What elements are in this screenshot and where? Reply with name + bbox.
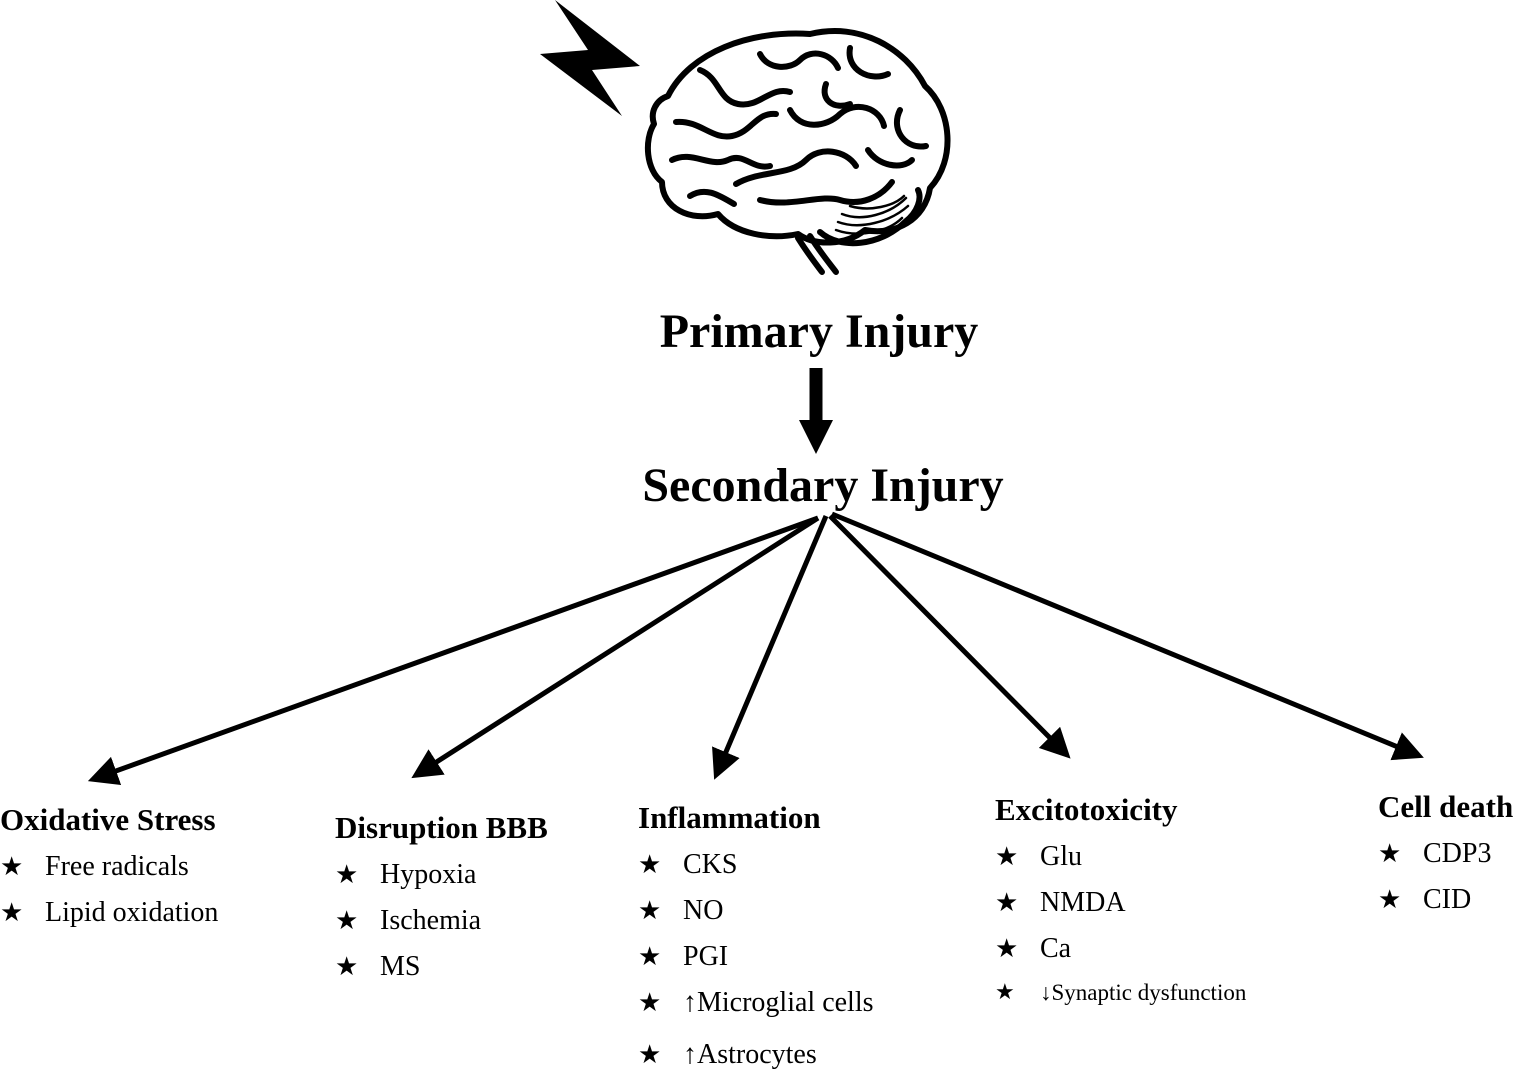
star-icon: ★ [0,898,24,928]
arrow-inflammation [712,515,829,780]
list-item: ★Hypoxia [335,859,477,890]
star-icon: ★ [0,852,24,882]
list-item: ★↑Astrocytes [638,1039,817,1070]
list-item: ★↑Microglial cells [638,987,874,1018]
star-icon: ★ [638,1040,662,1070]
star-icon: ★ [995,979,1015,1005]
primary-injury-title: Primary Injury [659,305,979,358]
arrow-excitotoxicity [828,514,1071,759]
category-cell-death: Cell death ★CDP3 ★CID [1378,791,1513,914]
category-title: Oxidative Stress [0,802,216,837]
list-item: ★Free radicals [0,851,189,882]
star-icon: ★ [335,860,359,890]
star-icon: ★ [995,842,1019,872]
star-icon: ★ [995,888,1019,918]
brain-icon [644,28,951,275]
arrow-oxidative-stress [87,515,819,786]
star-icon: ★ [335,952,359,982]
star-icon: ★ [995,934,1019,964]
arrow-disruption-bbb [411,515,820,779]
list-item: ★NO [638,895,724,926]
category-oxidative-stress: Oxidative Stress ★Free radicals ★Lipid o… [0,804,218,927]
star-icon: ★ [638,896,662,926]
list-item: ★Glu [995,841,1082,872]
category-title: Inflammation [638,800,821,835]
list-item: ★Ca [995,933,1072,964]
star-icon: ★ [638,850,662,880]
primary-to-secondary-arrowhead [799,420,833,454]
list-item: ★MS [335,951,421,982]
list-item: ★Ischemia [335,905,482,936]
star-icon: ★ [638,988,662,1018]
list-item: ★CID [1378,884,1472,915]
category-title: Cell death [1378,789,1514,824]
star-icon: ★ [1378,885,1402,915]
list-item: ★PGI [638,941,729,972]
category-disruption-bbb: Disruption BBB ★Hypoxia ★Ischemia ★MS [335,812,548,981]
list-item: ★CKS [638,849,738,880]
list-item: ★↓Synaptic dysfunction [995,979,1247,1005]
list-item: ★NMDA [995,887,1126,918]
category-inflammation: Inflammation ★CKS ★NO ★PGI ★↑Microglial … [638,802,874,1069]
secondary-injury-title: Secondary Injury [642,459,1004,512]
category-excitotoxicity: Excitotoxicity ★Glu ★NMDA ★Ca ★↓Synaptic… [995,794,1246,1004]
star-icon: ★ [638,942,662,972]
category-title: Disruption BBB [335,810,548,845]
arrow-cell-death [831,511,1424,761]
lightning-bolt-icon [540,0,640,116]
category-title: Excitotoxicity [995,792,1178,827]
star-icon: ★ [1378,839,1402,869]
list-item: ★Lipid oxidation [0,897,219,928]
list-item: ★CDP3 [1378,838,1492,869]
star-icon: ★ [335,906,359,936]
